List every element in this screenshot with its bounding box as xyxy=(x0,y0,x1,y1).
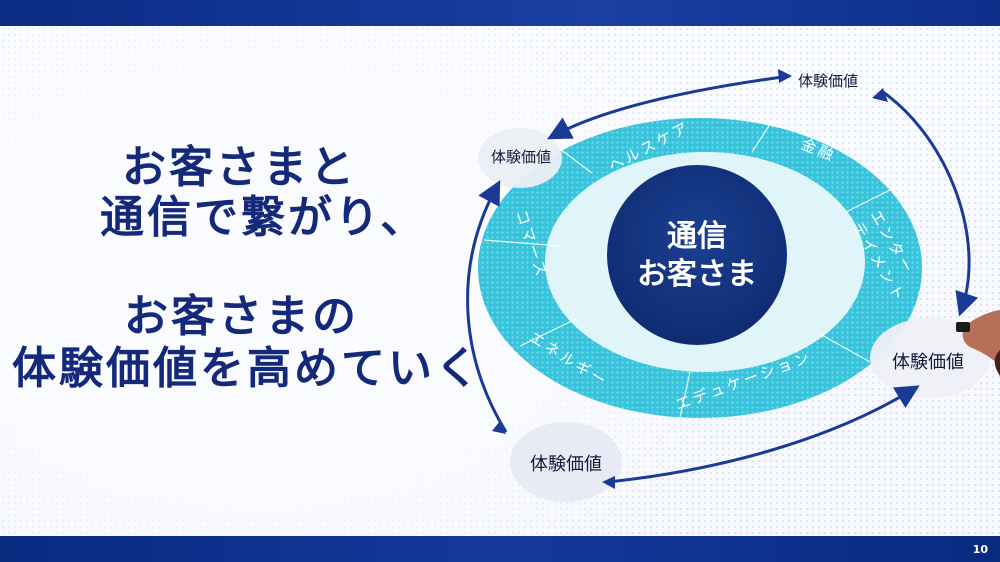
value-label-left: 体験価値 xyxy=(491,148,551,166)
arrow-top xyxy=(547,74,791,140)
arrowhead-right-top xyxy=(872,88,888,102)
page-number: 10 xyxy=(972,543,988,556)
headline-line1: お客さまと xyxy=(122,142,357,193)
value-label-bottom: 体験価値 xyxy=(530,454,602,475)
core-circle xyxy=(607,165,787,345)
arrow-bottom xyxy=(607,385,920,484)
headline-line3: お客さまの xyxy=(124,291,359,342)
center-label-line2: お客さま xyxy=(637,257,757,292)
value-label-right: 体験価値 xyxy=(892,352,964,373)
bottom-bar xyxy=(0,536,1000,562)
headline-line4: 体験価値を高めていく xyxy=(12,343,482,394)
headline-line2: 通信で繋がり、 xyxy=(100,192,428,243)
presenter-hand xyxy=(956,310,1000,376)
arrow-right xyxy=(882,90,979,317)
arrowheads xyxy=(492,69,888,489)
arrowhead-bottom-left xyxy=(602,476,615,489)
value-label-top-right: 体験価値 xyxy=(798,72,858,90)
top-bar xyxy=(0,0,1000,26)
value-bubble-right xyxy=(870,318,990,398)
value-bubble-bottom xyxy=(510,422,622,502)
center-label-line1: 通信 xyxy=(667,219,727,254)
value-bubble-left xyxy=(478,128,562,188)
cycle-arrows xyxy=(466,74,979,484)
arrowhead-top-right xyxy=(778,69,792,83)
arrow-left xyxy=(466,180,508,433)
arrowhead-left-bottom xyxy=(492,421,506,434)
